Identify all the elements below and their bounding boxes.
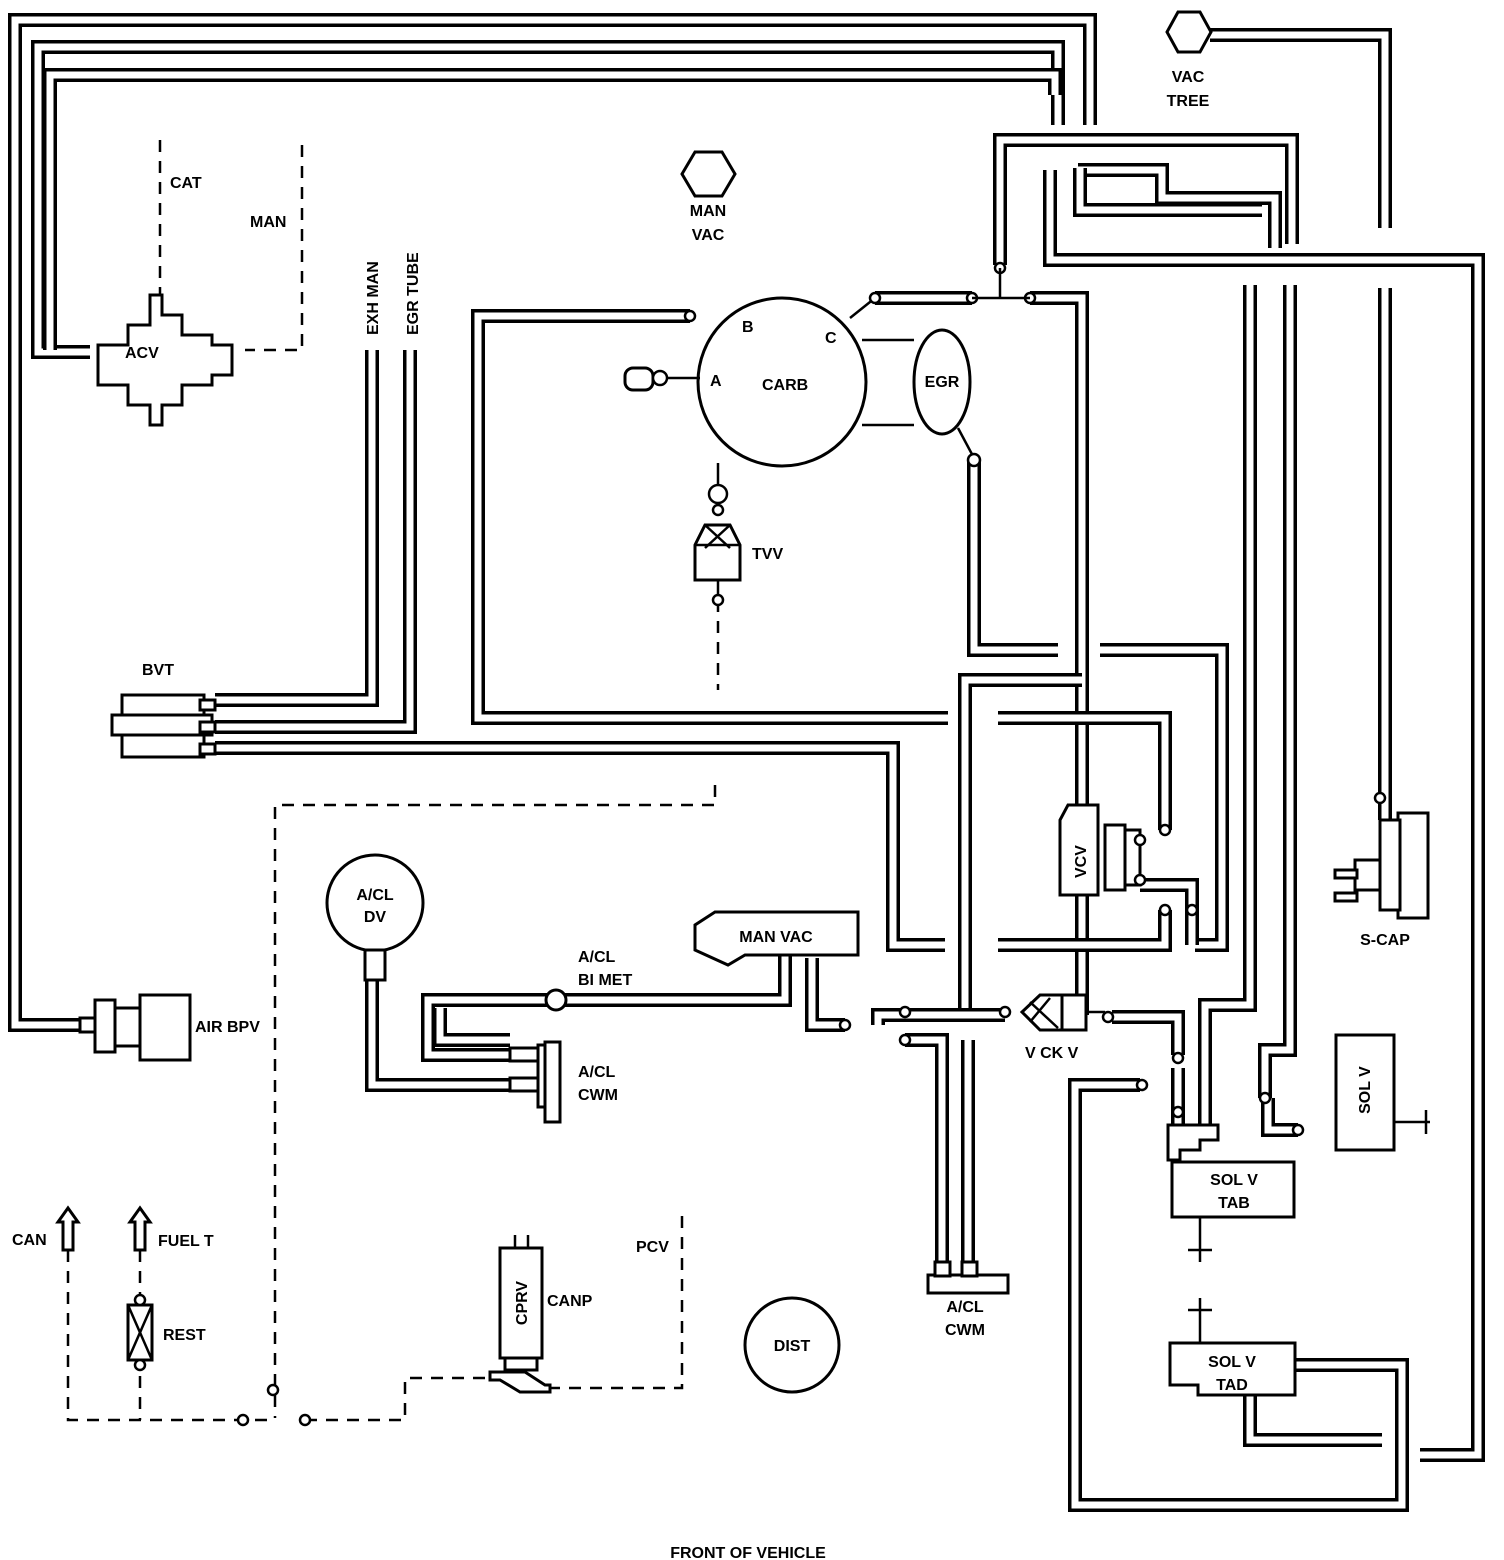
man-vac-top-label-2: VAC	[692, 227, 725, 244]
cprv-label: CPRV	[514, 1281, 531, 1325]
v-ck-v-label: V CK V	[1025, 1045, 1079, 1062]
vac-tree-label-2: TREE	[1167, 93, 1210, 110]
fuel-t-label: FUEL T	[158, 1233, 214, 1250]
rest-restrictor-icon	[126, 1293, 154, 1372]
vcv-valve	[1058, 803, 1199, 917]
bvt-label: BVT	[142, 662, 174, 679]
rest-label: REST	[163, 1327, 206, 1344]
vac-tree-hex-icon	[1165, 10, 1213, 54]
carb-circle	[696, 296, 868, 468]
acl-cwm-bottom-valve	[926, 1260, 1010, 1295]
sol-v-tab-label-2: TAB	[1218, 1195, 1250, 1212]
vac-tree-label-1: VAC	[1172, 69, 1205, 86]
tvv-label: TVV	[752, 546, 783, 563]
carb-a-connector-icon	[623, 366, 655, 392]
cprv-valve	[488, 1235, 552, 1394]
sol-v-label: SOL V	[1357, 1066, 1374, 1114]
sol-v-tab-box	[1166, 1123, 1296, 1262]
sol-v-tab-label-1: SOL V	[1210, 1172, 1258, 1189]
air-bpv-label: AIR BPV	[195, 1019, 260, 1036]
man-vac-top-label-1: MAN	[690, 203, 726, 220]
v-ck-v-valve	[838, 993, 1305, 1137]
air-bpv-valve	[78, 993, 192, 1062]
man-vac-box	[693, 910, 860, 967]
s-cap-valve	[1333, 791, 1430, 920]
vcv-label: VCV	[1073, 845, 1090, 878]
acl-cwm-left-valve	[508, 1040, 562, 1124]
can-arrow-icon	[55, 1205, 81, 1252]
acv-valve	[96, 293, 234, 427]
pcv-label: PCV	[636, 1239, 669, 1256]
dist-circle	[743, 1296, 841, 1394]
acv-label: ACV	[125, 345, 159, 362]
acl-cwm-left-label-1: A/CL	[578, 1064, 616, 1081]
front-of-vehicle-label: FRONT OF VEHICLE	[670, 1545, 826, 1560]
vacuum-hoses	[8, 13, 1485, 1512]
sol-v-box	[1334, 1033, 1430, 1152]
dist-label: DIST	[774, 1338, 811, 1355]
man-vac-box-label: MAN VAC	[739, 929, 813, 946]
bvt-valve	[110, 693, 217, 759]
man-label: MAN	[250, 214, 286, 231]
acl-bimet-label-2: BI MET	[578, 972, 632, 989]
sol-v-tad-label-2: TAD	[1216, 1377, 1248, 1394]
s-cap-label: S-CAP	[1360, 932, 1410, 949]
can-label: CAN	[12, 1232, 47, 1249]
tvv-valve	[693, 523, 742, 607]
carb-c-label: C	[825, 330, 837, 347]
canp-label: CANP	[547, 1293, 593, 1310]
fuel-t-arrow-icon	[127, 1205, 153, 1252]
cat-label: CAT	[170, 175, 202, 192]
exh-man-label: EXH MAN	[365, 261, 382, 335]
acl-cwm-left-label-2: CWM	[578, 1087, 618, 1104]
egr-valve	[912, 328, 972, 436]
egr-tube-label: EGR TUBE	[405, 252, 422, 335]
carb-a-label: A	[710, 373, 722, 390]
acl-bimet-label-1: A/CL	[578, 949, 616, 966]
sol-v-tad-box	[1168, 1298, 1297, 1397]
acl-cwm-bottom-label-1: A/CL	[946, 1299, 984, 1316]
acl-dv-label-1: A/CL	[356, 887, 394, 904]
acl-dv-label-2: DV	[364, 909, 387, 926]
acl-cwm-bottom-label-2: CWM	[945, 1322, 985, 1339]
carb-b-label: B	[742, 319, 754, 336]
man-vac-hex-icon	[680, 150, 737, 198]
labels: VAC TREE MAN VAC CAT MAN ACV EXH MAN EGR…	[12, 69, 1410, 1560]
egr-label: EGR	[925, 374, 960, 391]
carb-label: CARB	[762, 377, 808, 394]
acl-bimet-circle	[544, 988, 568, 1012]
sol-v-tad-label-1: SOL V	[1208, 1354, 1256, 1371]
